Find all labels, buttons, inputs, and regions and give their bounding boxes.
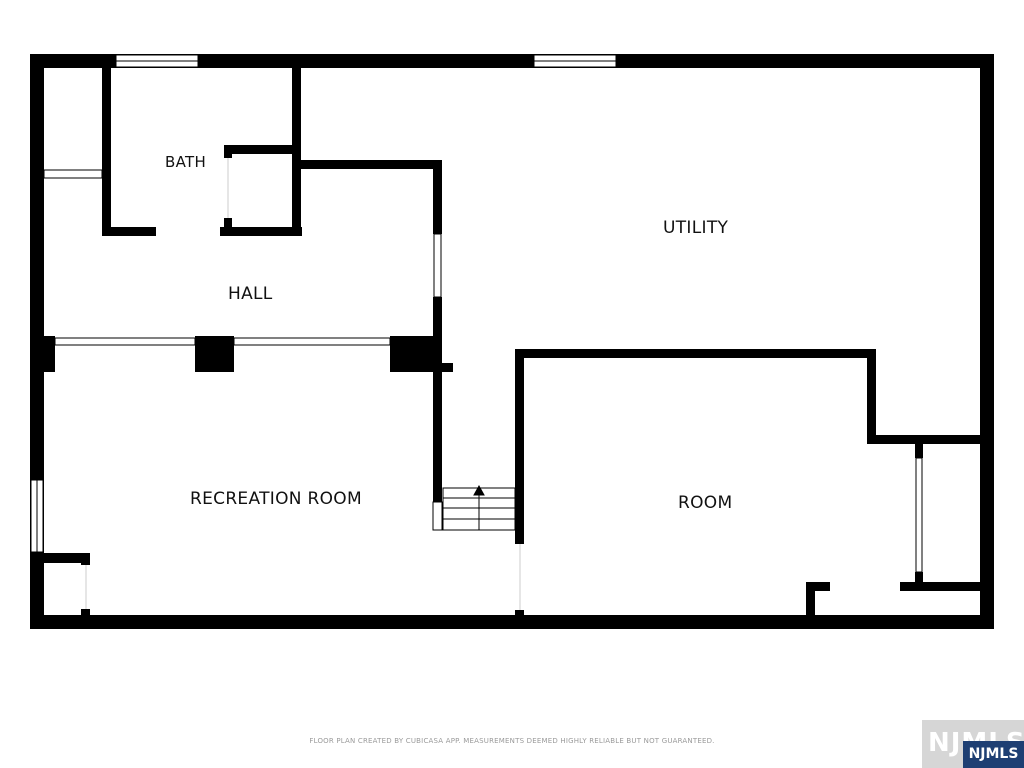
stairs-arrow-icon xyxy=(473,484,485,496)
opening-closet-right xyxy=(915,457,923,573)
recreation-wall-right xyxy=(433,372,442,502)
closet-wall-bottom xyxy=(900,582,982,591)
hall-wall-right-upper xyxy=(433,160,442,234)
closet-wall-top xyxy=(224,145,294,154)
njmls-logo: NJMLS xyxy=(963,741,1024,768)
room-pier-leg xyxy=(806,582,815,618)
exterior-wall-top xyxy=(30,54,994,68)
opening-hall-recreation-left xyxy=(54,337,196,346)
stairs xyxy=(432,484,516,531)
interior-walls xyxy=(42,67,982,618)
openings xyxy=(43,169,923,573)
bath-wall-bottom-right xyxy=(220,227,302,236)
pillar-center xyxy=(195,336,234,372)
room-wall-notch xyxy=(867,349,876,444)
room-wall-top xyxy=(515,349,876,358)
door-lines xyxy=(85,158,521,610)
bath-wall-left xyxy=(102,67,111,235)
room-label-bath: BATH xyxy=(165,153,207,171)
closet-jamb-bottom xyxy=(224,218,232,232)
closet-wall-vertical-upper xyxy=(915,444,923,458)
exterior-wall-bottom xyxy=(30,615,994,629)
room-label-room: ROOM xyxy=(678,493,733,513)
opening-hall-utility xyxy=(433,233,442,298)
pillar-left xyxy=(42,336,55,372)
room-wall-step xyxy=(867,435,982,444)
corner-closet-jamb xyxy=(81,553,90,565)
room-label-hall: HALL xyxy=(228,284,273,304)
disclaimer-text: FLOOR PLAN CREATED BY CUBICASA APP. MEAS… xyxy=(309,737,715,745)
stairs-newel xyxy=(432,501,443,531)
corner-closet-top xyxy=(42,553,90,563)
opening-left-vertical xyxy=(43,169,103,179)
room-label-recreation-room: RECREATION ROOM xyxy=(190,489,362,509)
bath-wall-bottom-left xyxy=(102,227,156,236)
windows xyxy=(30,54,617,553)
hall-wall-right-lower xyxy=(433,297,442,373)
room-jamb-bottom xyxy=(515,610,524,618)
stub-wall xyxy=(433,363,453,372)
room-pier xyxy=(806,582,830,591)
closet-jamb-top xyxy=(224,145,232,158)
bath-wall-right xyxy=(292,67,301,236)
room-wall-left xyxy=(515,349,524,544)
closet-wall-vertical-lower xyxy=(915,572,923,584)
corner-closet-jamb-bottom xyxy=(81,609,90,617)
opening-hall-recreation-right xyxy=(233,337,391,346)
exterior-wall-right xyxy=(980,54,994,629)
room-label-utility: UTILITY xyxy=(663,218,729,238)
hall-wall-top xyxy=(292,160,442,169)
pillar-right xyxy=(390,336,442,372)
